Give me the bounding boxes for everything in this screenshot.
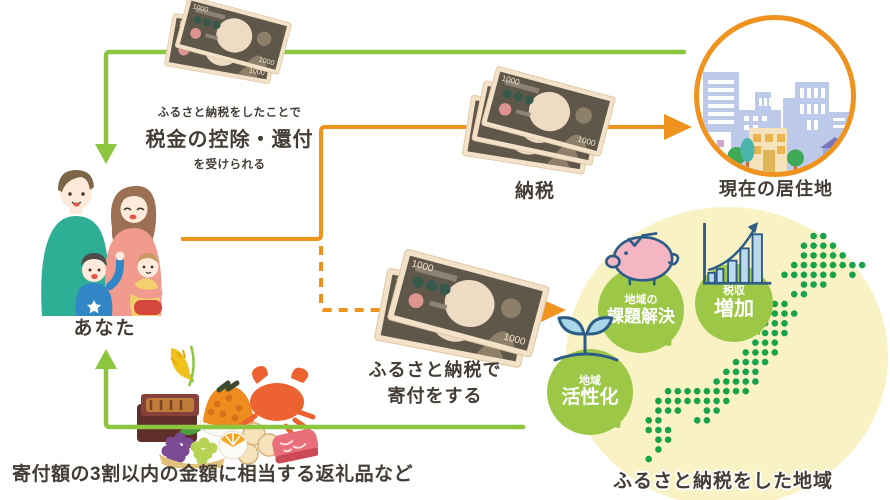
foreground-buildings: [699, 128, 851, 172]
meat: [272, 429, 318, 464]
donated-region-label: ふるさと納税をした地域: [612, 471, 833, 492]
piggy-bank-icon: [605, 232, 680, 286]
refund-money-illustration: 1000 1000 1000 1000: [164, 0, 295, 101]
boy: [75, 251, 125, 316]
bubble-small-label: 税収: [723, 285, 745, 298]
donation-line2: 寄付をする: [387, 386, 483, 406]
return-gifts-illustration: [137, 345, 318, 468]
bubble-big-label: 増加: [714, 297, 754, 320]
family-illustration: [41, 170, 163, 316]
donation-text: ふるさと納税で 寄付をする: [346, 357, 524, 409]
grapes: [159, 425, 225, 468]
bubble-regional-revitalization: 地域 活性化: [547, 349, 633, 435]
bubble-big-label: 活性化: [561, 387, 619, 409]
gift-caption: 寄付額の3割以内の金額に相当する返礼品など: [12, 464, 414, 485]
refund-line1: ふるさと納税をしたことで: [157, 107, 302, 119]
refund-line3: を受けられる: [193, 159, 266, 171]
current-residence-illustration: [694, 15, 856, 177]
current-residence-label: 現在の居住地: [719, 179, 833, 199]
donation-line1: ふるさと納税で: [368, 360, 502, 380]
tax-money-illustration: 1000 1000 1000 1000: [462, 65, 619, 190]
baby: [121, 253, 163, 316]
bar-chart-icon: [703, 222, 772, 285]
refund-text: ふるさと納税をしたことで 税金の控除・還付 を受けられる: [122, 104, 337, 172]
trees: [727, 138, 804, 172]
bubble-small-label: 地域の: [624, 293, 658, 306]
bubble-small-label: 地域: [579, 374, 601, 387]
refund-line2: 税金の控除・還付: [145, 129, 314, 151]
you-label: あなた: [73, 318, 137, 339]
bill-value: 1000: [192, 2, 210, 15]
tax-payment-label: 納税: [514, 181, 555, 202]
bubble-big-label: 課題解決: [607, 306, 675, 326]
rice-ear: [170, 345, 195, 387]
citrus-slice: [218, 430, 248, 460]
sprout-icon: [553, 316, 619, 362]
city-skyline: [699, 72, 851, 172]
